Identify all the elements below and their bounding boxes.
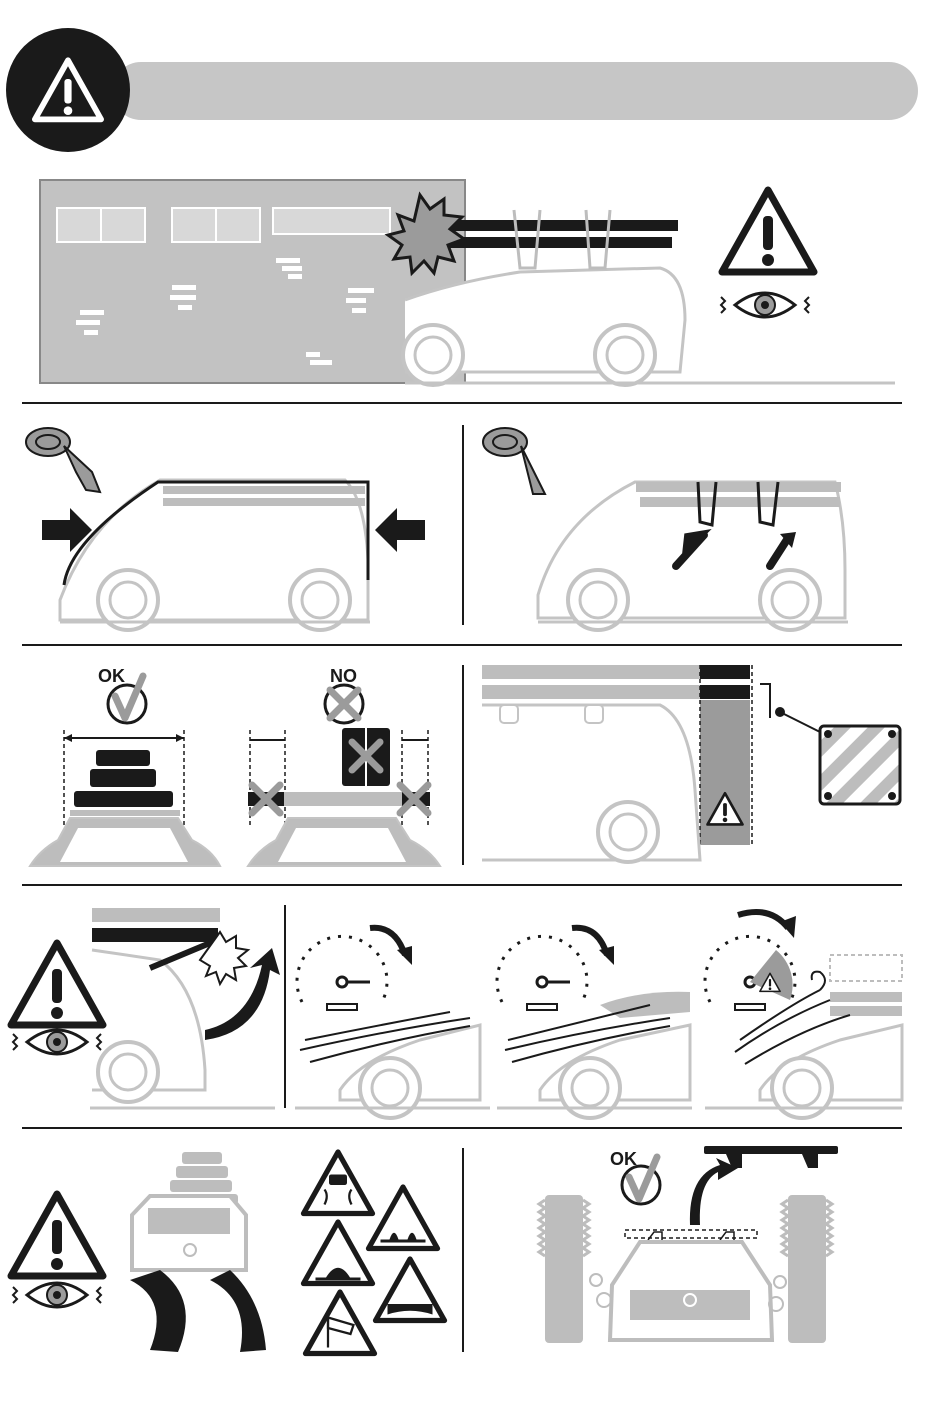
panel-tailgate-speed [11, 908, 280, 1108]
ok-label: OK [98, 666, 125, 686]
panel-strap-front-rear [26, 428, 425, 630]
panel-road-conditions [11, 1152, 445, 1354]
panel-load-width: OK NO [30, 666, 440, 866]
panel-rear-overhang-marker [482, 665, 900, 862]
panel-car-wash: OK [539, 1146, 838, 1343]
panel-speed-wind [295, 912, 902, 1118]
header-banner [6, 28, 918, 152]
panel-garage-warning [40, 180, 895, 385]
panel-strap-under-rail [483, 428, 848, 630]
no-label: NO [330, 666, 357, 686]
ok-wash-label: OK [610, 1149, 637, 1169]
